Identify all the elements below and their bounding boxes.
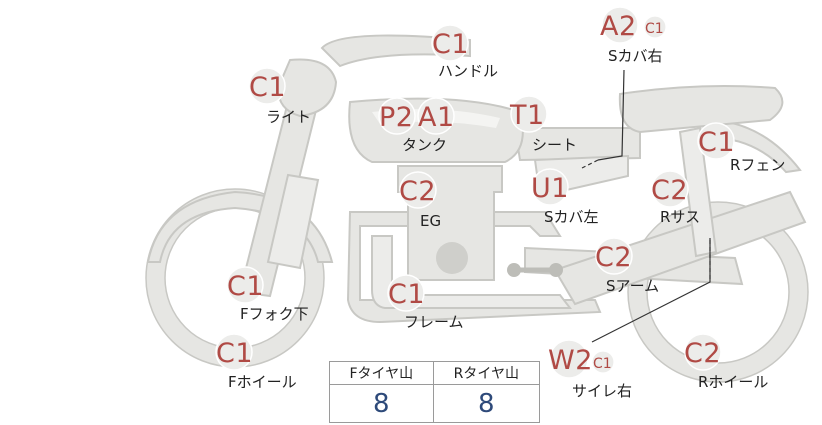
annotation-rear-suspension[interactable]: C2 Rサス bbox=[651, 170, 700, 226]
tank-code-2: A1 bbox=[418, 102, 455, 133]
rear-fender-code-1: C1 bbox=[698, 127, 735, 158]
motorcycle-illustration bbox=[145, 34, 809, 383]
annotation-side-cover-right[interactable]: A2 C1 Sカバ右 bbox=[600, 6, 667, 65]
silencer-right-leader bbox=[591, 238, 711, 343]
rear-wheel-code-1: C2 bbox=[684, 338, 721, 369]
frame-label: フレーム bbox=[404, 313, 464, 331]
side-cover-left-label: Sカバ左 bbox=[544, 208, 599, 226]
rear-wheel-label: Rホイール bbox=[698, 373, 768, 391]
silencer-right-code-2: C1 bbox=[593, 356, 612, 372]
side-cover-right-leader bbox=[597, 69, 625, 161]
annotation-frame[interactable]: C1 フレーム bbox=[387, 274, 464, 331]
rear-shock-shape bbox=[678, 126, 718, 258]
seat-code-1: T1 bbox=[509, 100, 545, 131]
engine-cover-shape bbox=[436, 242, 468, 274]
side-cover-right-code-1: A2 bbox=[600, 11, 637, 42]
annotation-engine[interactable]: C2 EG bbox=[399, 171, 441, 230]
frame-code-1: C1 bbox=[388, 279, 425, 310]
handle-label: ハンドル bbox=[438, 62, 498, 80]
seat-shape bbox=[618, 85, 784, 134]
swing-arm-label: Sアーム bbox=[606, 277, 659, 295]
annotation-swing-arm[interactable]: C2 Sアーム bbox=[595, 237, 659, 295]
tank-code-1: P2 bbox=[379, 102, 413, 133]
engine-label: EG bbox=[420, 212, 441, 230]
light-label: ライト bbox=[266, 108, 311, 126]
tire-tread-value-row: 8 8 bbox=[329, 384, 541, 423]
annotation-handle[interactable]: C1 ハンドル bbox=[431, 24, 498, 80]
rear-suspension-code-1: C2 bbox=[651, 175, 688, 206]
rear-suspension-label: Rサス bbox=[660, 208, 700, 226]
annotation-front-fork-lower[interactable]: C1 Fフォク下 bbox=[226, 266, 309, 323]
swing-arm-code-1: C2 bbox=[595, 242, 632, 273]
rear-fender-label: Rフェン bbox=[730, 156, 785, 174]
annotation-tank[interactable]: P2 A1 タンク bbox=[378, 97, 455, 154]
side-cover-left-code-1: U1 bbox=[531, 173, 569, 204]
headlight-shape bbox=[276, 58, 338, 118]
annotation-front-wheel[interactable]: C1 Fホイール bbox=[215, 333, 297, 391]
annotation-seat[interactable]: T1 シート bbox=[509, 95, 577, 154]
tire-tread-header-row: Fタイヤ山 Rタイヤ山 bbox=[329, 361, 541, 385]
swing-arm-pivot bbox=[507, 263, 563, 277]
front-fork-lower-code-1: C1 bbox=[227, 271, 264, 302]
front-tire-tread-header: Fタイヤ山 bbox=[329, 361, 434, 385]
handle-code-1: C1 bbox=[432, 29, 469, 60]
front-fork-lower-label: Fフォク下 bbox=[240, 305, 309, 323]
light-code-1: C1 bbox=[249, 72, 286, 103]
silencer-right-label: サイレ右 bbox=[572, 382, 632, 400]
side-cover-right-code-2: C1 bbox=[645, 21, 664, 37]
annotation-rear-wheel[interactable]: C2 Rホイール bbox=[684, 333, 768, 391]
rear-tire-tread-value[interactable]: 8 bbox=[432, 384, 541, 423]
front-wheel-code-1: C1 bbox=[216, 338, 253, 369]
leader-lines bbox=[581, 69, 711, 343]
engine-code-1: C2 bbox=[399, 176, 436, 207]
tank-label: タンク bbox=[402, 136, 447, 154]
annotation-silencer-right[interactable]: W2 C1 サイレ右 bbox=[548, 339, 632, 400]
side-cover-right-label: Sカバ右 bbox=[608, 47, 663, 65]
silencer-right-code-1: W2 bbox=[548, 345, 593, 376]
annotation-light[interactable]: C1 ライト bbox=[248, 67, 311, 126]
front-wheel-label: Fホイール bbox=[228, 373, 297, 391]
side-cover-right-leader-dash bbox=[581, 159, 599, 169]
annotation-side-cover-left[interactable]: U1 Sカバ左 bbox=[531, 168, 599, 226]
front-tire-tread-value[interactable]: 8 bbox=[329, 384, 434, 423]
rear-tire-tread-header: Rタイヤ山 bbox=[432, 361, 541, 385]
seat-label: シート bbox=[532, 136, 577, 154]
front-fork-lower-shape bbox=[266, 173, 320, 270]
annotation-rear-fender[interactable]: C1 Rフェン bbox=[697, 122, 785, 174]
tire-tread-table: Fタイヤ山 Rタイヤ山 8 8 bbox=[329, 361, 541, 423]
